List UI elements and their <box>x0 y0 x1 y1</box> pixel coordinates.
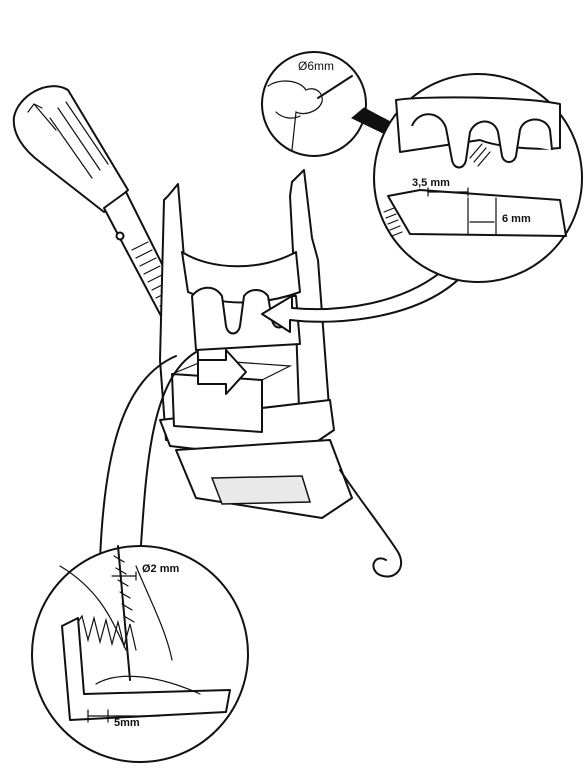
hook-wire <box>339 469 403 578</box>
hand-inset-circle <box>261 51 367 157</box>
handle-grip-ribs <box>49 101 109 179</box>
slot-detail-inset: 3,5 mm 6 mm <box>373 73 583 283</box>
slot-base <box>387 189 567 237</box>
ruler-ticks <box>383 207 403 237</box>
inset-bracket <box>61 617 231 721</box>
slot-spacing-label: 6 mm <box>502 213 531 225</box>
guide-arrow <box>261 265 463 333</box>
insert-box-top <box>171 359 293 381</box>
down-arrow <box>197 349 247 395</box>
drill-flutes <box>113 555 135 623</box>
drill-bit <box>117 545 131 681</box>
pilot-drill-diameter-label: Ø6mm <box>298 59 334 73</box>
slot-spacing-dim <box>467 197 497 235</box>
pilot-drill-bit <box>317 75 353 99</box>
shaft-hole <box>115 231 125 241</box>
drill-diameter-label: Ø2 mm <box>142 563 180 575</box>
slot-hatch <box>469 143 491 167</box>
holder-body <box>159 169 403 578</box>
edge-dim-line <box>87 709 161 723</box>
spring-coil <box>73 614 137 651</box>
slot-width-label: 3,5 mm <box>412 177 450 189</box>
hand-outline <box>267 80 323 151</box>
slot-teeth <box>411 113 553 169</box>
inset-contour <box>59 565 173 661</box>
bracket-slot <box>95 675 201 695</box>
guide-arrow-body <box>261 265 463 333</box>
handle-arrow <box>27 103 57 131</box>
drill-dim-line <box>111 571 137 581</box>
mount-window <box>210 475 312 505</box>
slot-width-dim <box>427 187 469 197</box>
edge-distance-label: 5mm <box>114 717 140 729</box>
tool-handle <box>12 85 129 213</box>
drill-detail-inset: Ø2 mm 5mm <box>31 545 249 763</box>
